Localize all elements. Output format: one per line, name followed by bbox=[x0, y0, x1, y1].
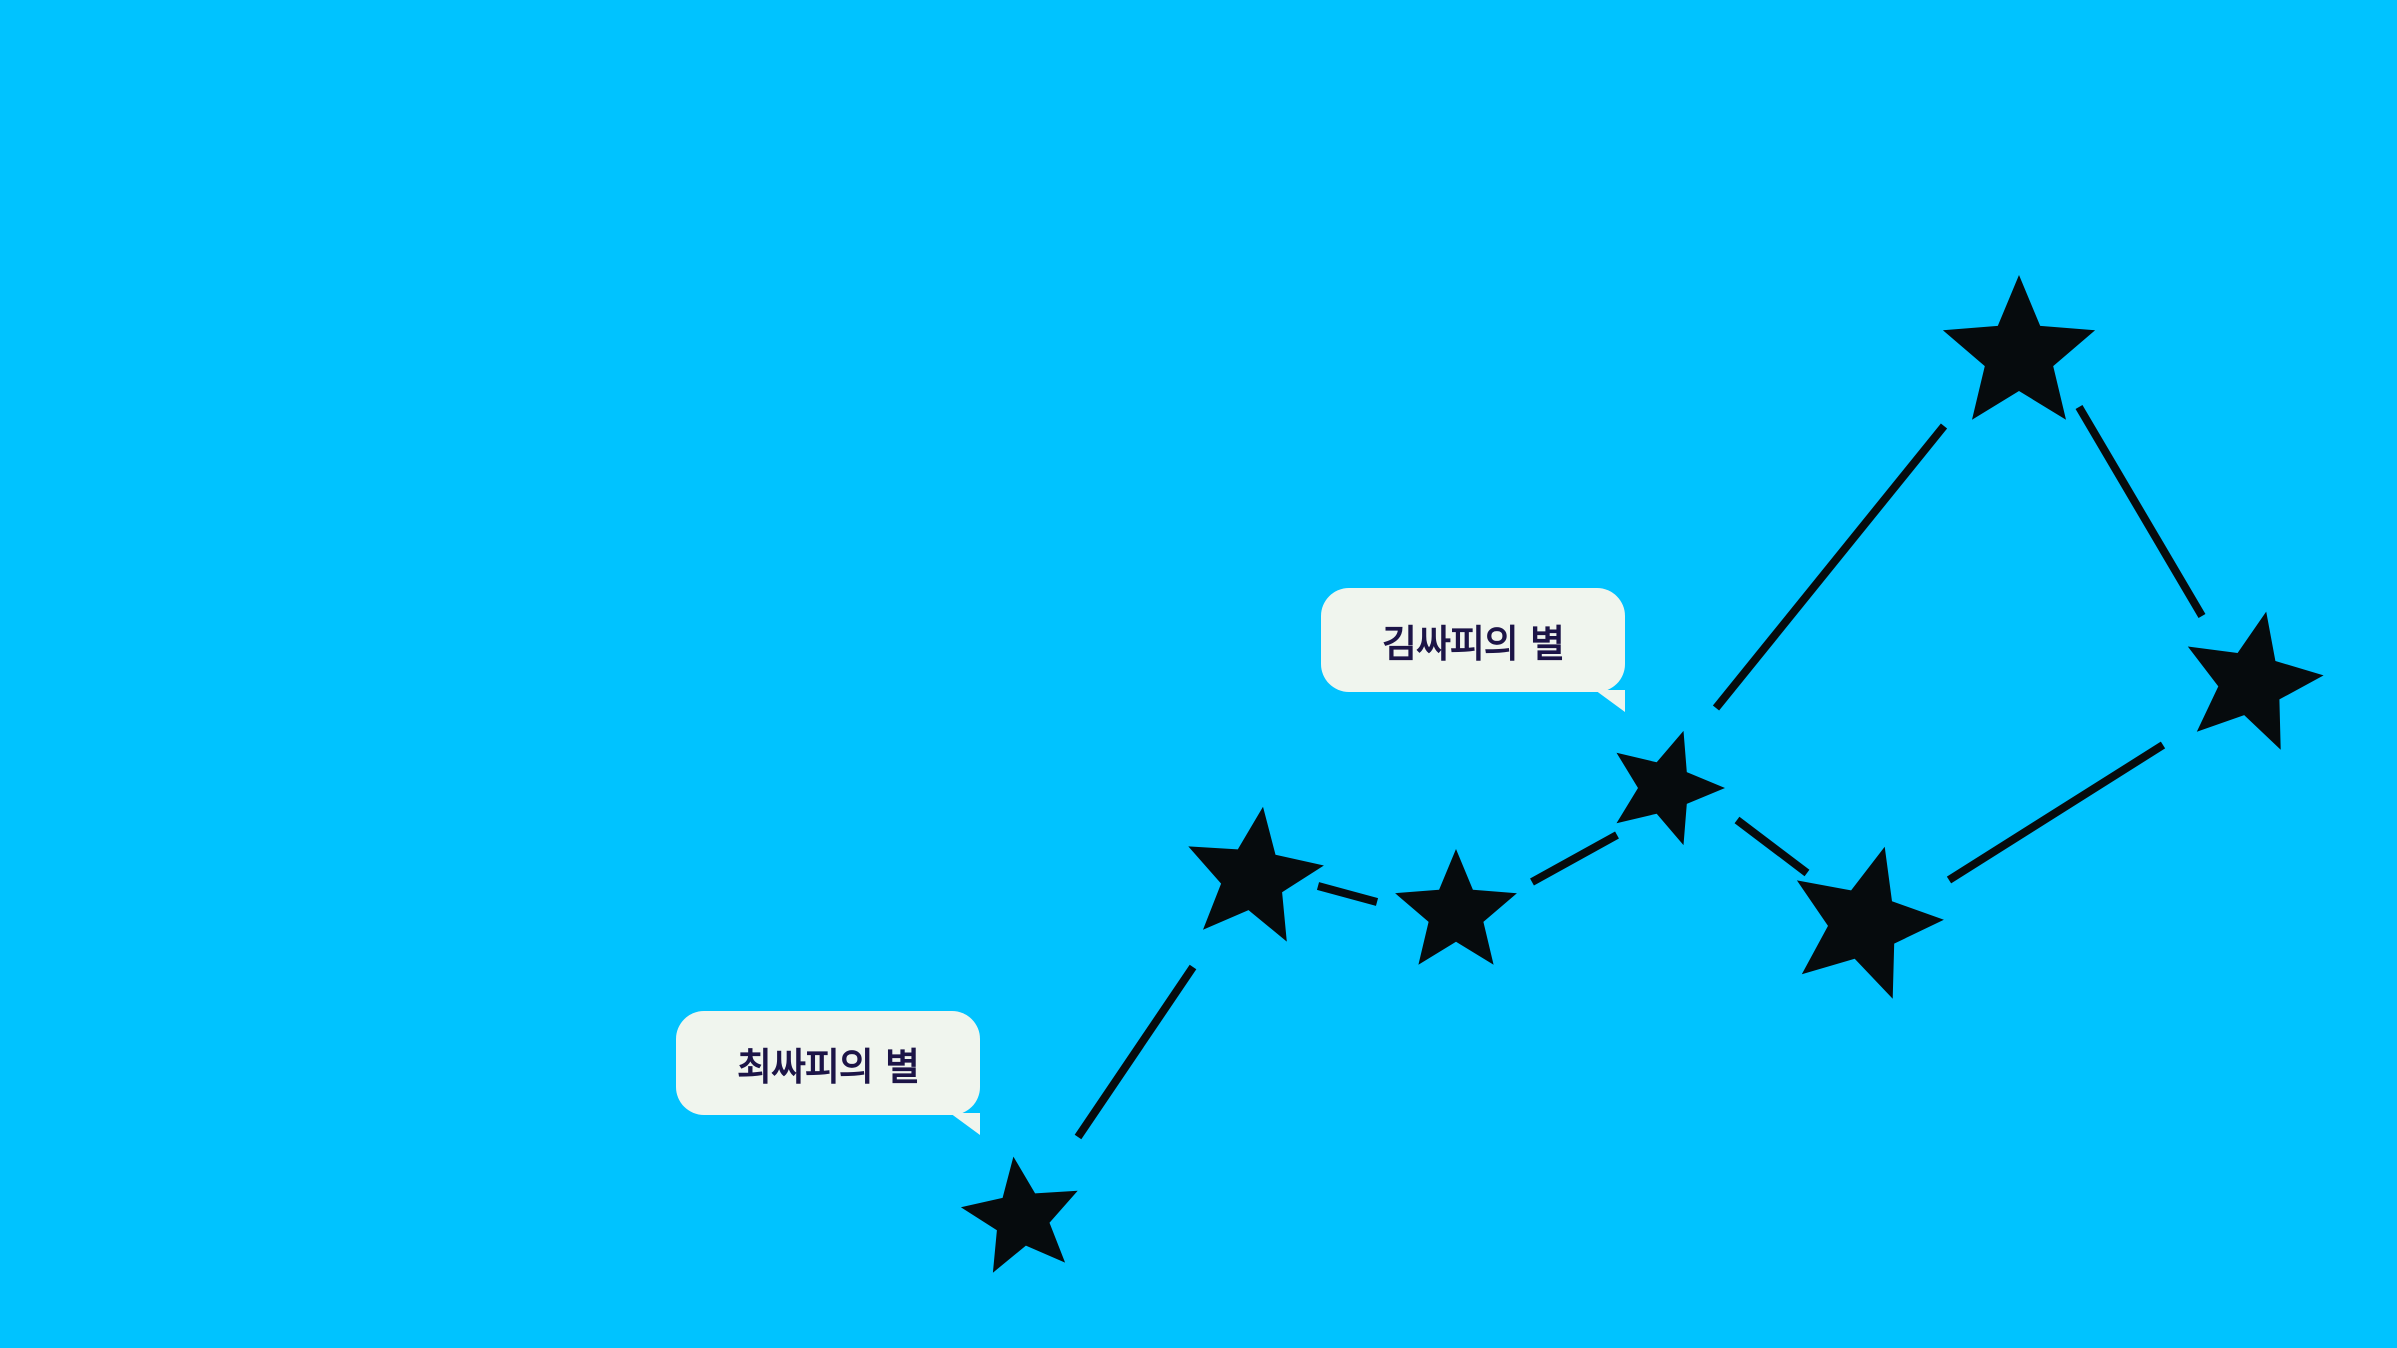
constellation-line bbox=[2075, 404, 2206, 619]
constellation-line bbox=[1946, 741, 2166, 884]
constellation-lines bbox=[1074, 404, 2206, 1140]
star-icon bbox=[1616, 730, 1725, 846]
constellation-line bbox=[1074, 964, 1197, 1140]
star-icon bbox=[2187, 611, 2324, 750]
choi-star-label: 최싸피의 별 bbox=[736, 1044, 920, 1089]
kim-star-label: 김싸피의 별 bbox=[1381, 621, 1565, 666]
constellation-line bbox=[1530, 831, 1619, 886]
star-icon bbox=[1942, 275, 2096, 420]
speech-bubble-kim: 김싸피의 별 bbox=[1321, 588, 1625, 712]
star-icon bbox=[1188, 806, 1324, 942]
speech-bubble-tail bbox=[1595, 690, 1625, 712]
constellation-line bbox=[1712, 423, 1948, 711]
star-icon bbox=[960, 1156, 1078, 1273]
star-icon bbox=[1395, 849, 1517, 965]
speech-bubble-choi: 최싸피의 별 bbox=[676, 1011, 980, 1135]
constellation-line bbox=[1316, 882, 1379, 906]
speech-bubble-tail bbox=[950, 1113, 980, 1135]
constellation-line bbox=[1734, 816, 1810, 877]
stars bbox=[960, 275, 2324, 1273]
star-icon bbox=[1796, 846, 1944, 999]
